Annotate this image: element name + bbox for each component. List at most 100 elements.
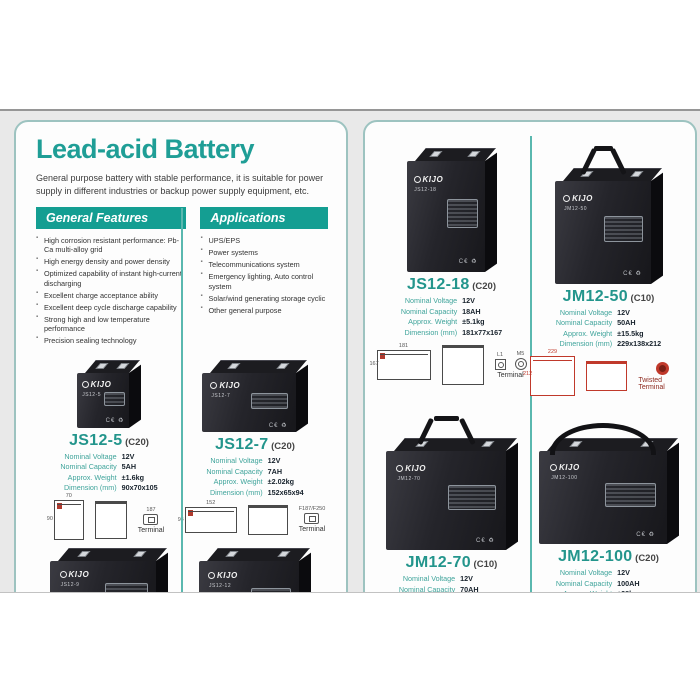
spec-value: ±28kg xyxy=(617,589,661,592)
terminal-marker xyxy=(379,352,385,359)
battery-model-text: JM12-70 xyxy=(397,475,421,482)
terminal-icons: F187/F250 xyxy=(299,506,325,525)
terminal-item: M5 xyxy=(514,351,527,370)
ce-mark: C€ ♻ xyxy=(636,532,655,539)
battery-model-text: JS12-7 xyxy=(211,392,231,399)
product-rating: (C20) xyxy=(632,553,659,564)
drawing-side-view xyxy=(247,504,288,535)
spec-label: Nominal Voltage xyxy=(402,574,456,583)
battery-side-face xyxy=(296,364,308,433)
terminal-code: L1 xyxy=(496,351,504,358)
product-name-row: JM12-100 (C20) xyxy=(558,548,659,566)
spec-label: Nominal Voltage xyxy=(210,456,263,466)
spec-label: Approx. Weight xyxy=(67,472,117,482)
battery-terminal xyxy=(225,551,239,558)
general-features-column: General Features High corrosion resistan… xyxy=(36,207,187,348)
terminal-icons: L1 M5 xyxy=(494,351,527,370)
battery-terminal xyxy=(227,363,241,370)
spec-value: 152x65x94 xyxy=(267,487,304,497)
application-item: Emergency lighting, Auto control system xyxy=(200,271,328,290)
terminal-item: L1 xyxy=(494,351,506,370)
battery-model-text: JS12-18 xyxy=(414,187,437,194)
spec-value: ±1.6kg xyxy=(121,472,144,482)
battery-side-face xyxy=(129,364,141,428)
terminal-item: 187 xyxy=(143,507,159,525)
battery-spec-plate xyxy=(104,391,125,406)
spec-value: ±15.5kg xyxy=(617,328,644,338)
battery-spec-plate xyxy=(251,588,291,592)
spec-value: 18AH xyxy=(462,306,481,316)
battery-top-face xyxy=(414,148,496,161)
application-item: UPS/EPS xyxy=(200,235,328,245)
battery-model-text: JS12-12 xyxy=(209,583,232,590)
ce-mark: C€ ♻ xyxy=(623,271,642,278)
battery-handle xyxy=(386,416,508,446)
terminal-icons: 187 xyxy=(143,507,159,525)
kijo-logo: KIJO xyxy=(563,194,593,203)
page-title: Lead-acid Battery xyxy=(36,134,255,164)
battery-terminal xyxy=(77,551,91,558)
terminal-caption: Terminal xyxy=(497,371,524,379)
spec-value: ±5.1kg xyxy=(462,317,485,326)
spec-label: Dimension (mm) xyxy=(404,327,458,337)
battery-terminal xyxy=(133,551,147,558)
battery-strap-handle xyxy=(549,423,657,455)
ring-terminal-icon xyxy=(514,357,527,370)
spec-value: 181x77x167 xyxy=(462,327,503,337)
battery-side-face xyxy=(505,442,518,550)
terminal-item: F187/F250 xyxy=(299,506,325,525)
battery-terminal xyxy=(277,551,291,558)
drawing-side-view xyxy=(586,361,628,391)
battery-side-face xyxy=(484,152,497,272)
kijo-logo-circle-icon xyxy=(208,572,215,580)
kijo-logo: KIJO xyxy=(550,463,580,472)
kijo-logo: KIJO xyxy=(413,175,444,184)
battery-spec-plate xyxy=(250,393,289,409)
product-name: JM12-100 xyxy=(558,548,633,565)
ce-mark: C€ ♻ xyxy=(458,259,478,266)
catalog-page: Lead-acid Battery General purpose batter… xyxy=(0,109,700,593)
kijo-logo: KIJO xyxy=(210,381,240,390)
spec-label: Nominal Voltage xyxy=(559,568,613,577)
ce-mark: C€ ♻ xyxy=(105,418,125,425)
applications-heading: Applications xyxy=(200,207,328,230)
kijo-logo-circle-icon xyxy=(563,195,571,203)
spec-label: Nominal Voltage xyxy=(64,451,117,461)
battery-front-face: KIJO JS12-18 C€ ♻ xyxy=(406,161,485,272)
handle-bar xyxy=(458,417,476,446)
battery-spec-plate xyxy=(447,484,496,511)
spec-label: Dimension (mm) xyxy=(209,487,263,497)
feature-item: High corrosion resistant performance: Pb… xyxy=(36,235,186,254)
product-rating: (C10) xyxy=(470,559,498,570)
product-name-row: JM12-70 (C10) xyxy=(406,554,498,572)
battery-model-text: JS12-9 xyxy=(60,581,80,588)
square-terminal-icon xyxy=(494,358,506,370)
application-item: Other general purpose xyxy=(200,305,328,315)
twisted-terminal-icon xyxy=(656,361,670,375)
product-rating: (C20) xyxy=(268,441,295,453)
spec-value: 229x138x212 xyxy=(617,339,662,348)
spec-value: 90x70x105 xyxy=(121,483,158,493)
spec-value: 12V xyxy=(267,456,281,466)
spec-label: Nominal Capacity xyxy=(206,466,263,476)
terminal-marker xyxy=(187,509,193,516)
